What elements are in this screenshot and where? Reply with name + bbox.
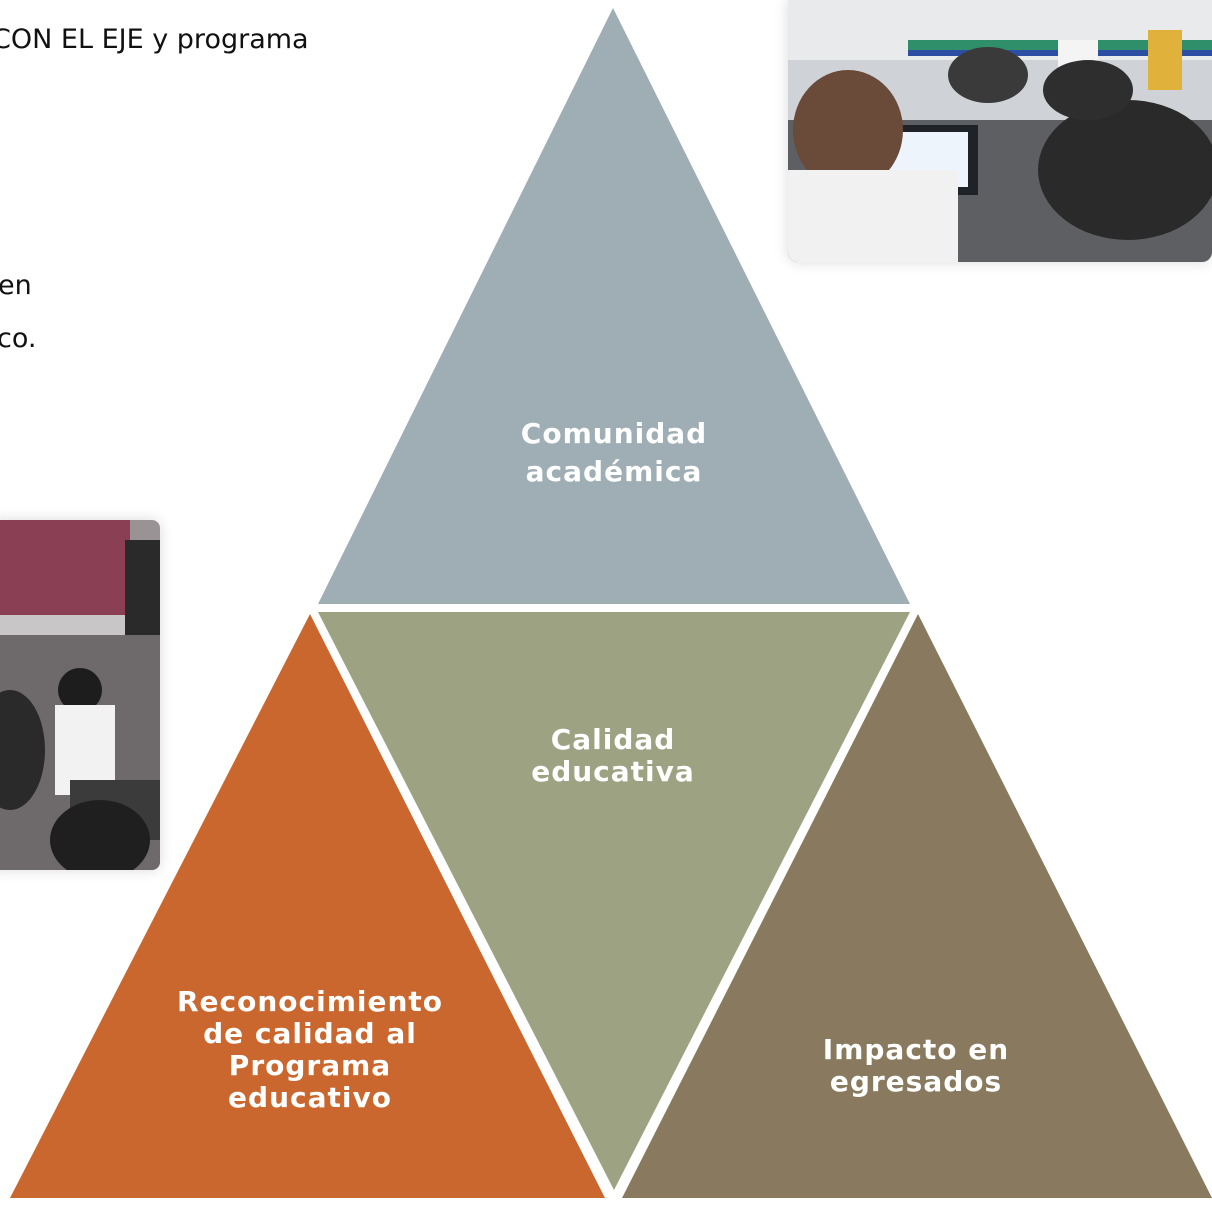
label-center-line-1: Calidad (551, 723, 676, 756)
label-top-line-2: académica (526, 455, 703, 488)
label-bottom-right-line-2: egresados (830, 1065, 1002, 1098)
triangle-top (318, 8, 910, 604)
triangle-bottom-right (622, 614, 1212, 1198)
label-bottom-left-line-1: Reconocimiento (177, 985, 443, 1018)
classroom-photo-left (0, 520, 160, 870)
label-bottom-right-line-1: Impacto en (823, 1033, 1009, 1066)
triangle-center (318, 612, 910, 1190)
body-text-line-1: en (0, 270, 32, 301)
classroom-photo-top-right (788, 0, 1212, 262)
label-bottom-left-line-2: de calidad al (203, 1017, 417, 1050)
label-bottom-left-line-3: Programa (229, 1049, 391, 1082)
slide-heading: CON EL EJE y programa (0, 24, 309, 55)
body-text-line-2: co. (0, 323, 37, 354)
label-bottom-left-line-4: educativo (228, 1081, 392, 1114)
label-center-line-2: educativa (531, 755, 695, 788)
label-top-line-1: Comunidad (521, 417, 707, 450)
triangle-bottom-left (10, 614, 605, 1198)
